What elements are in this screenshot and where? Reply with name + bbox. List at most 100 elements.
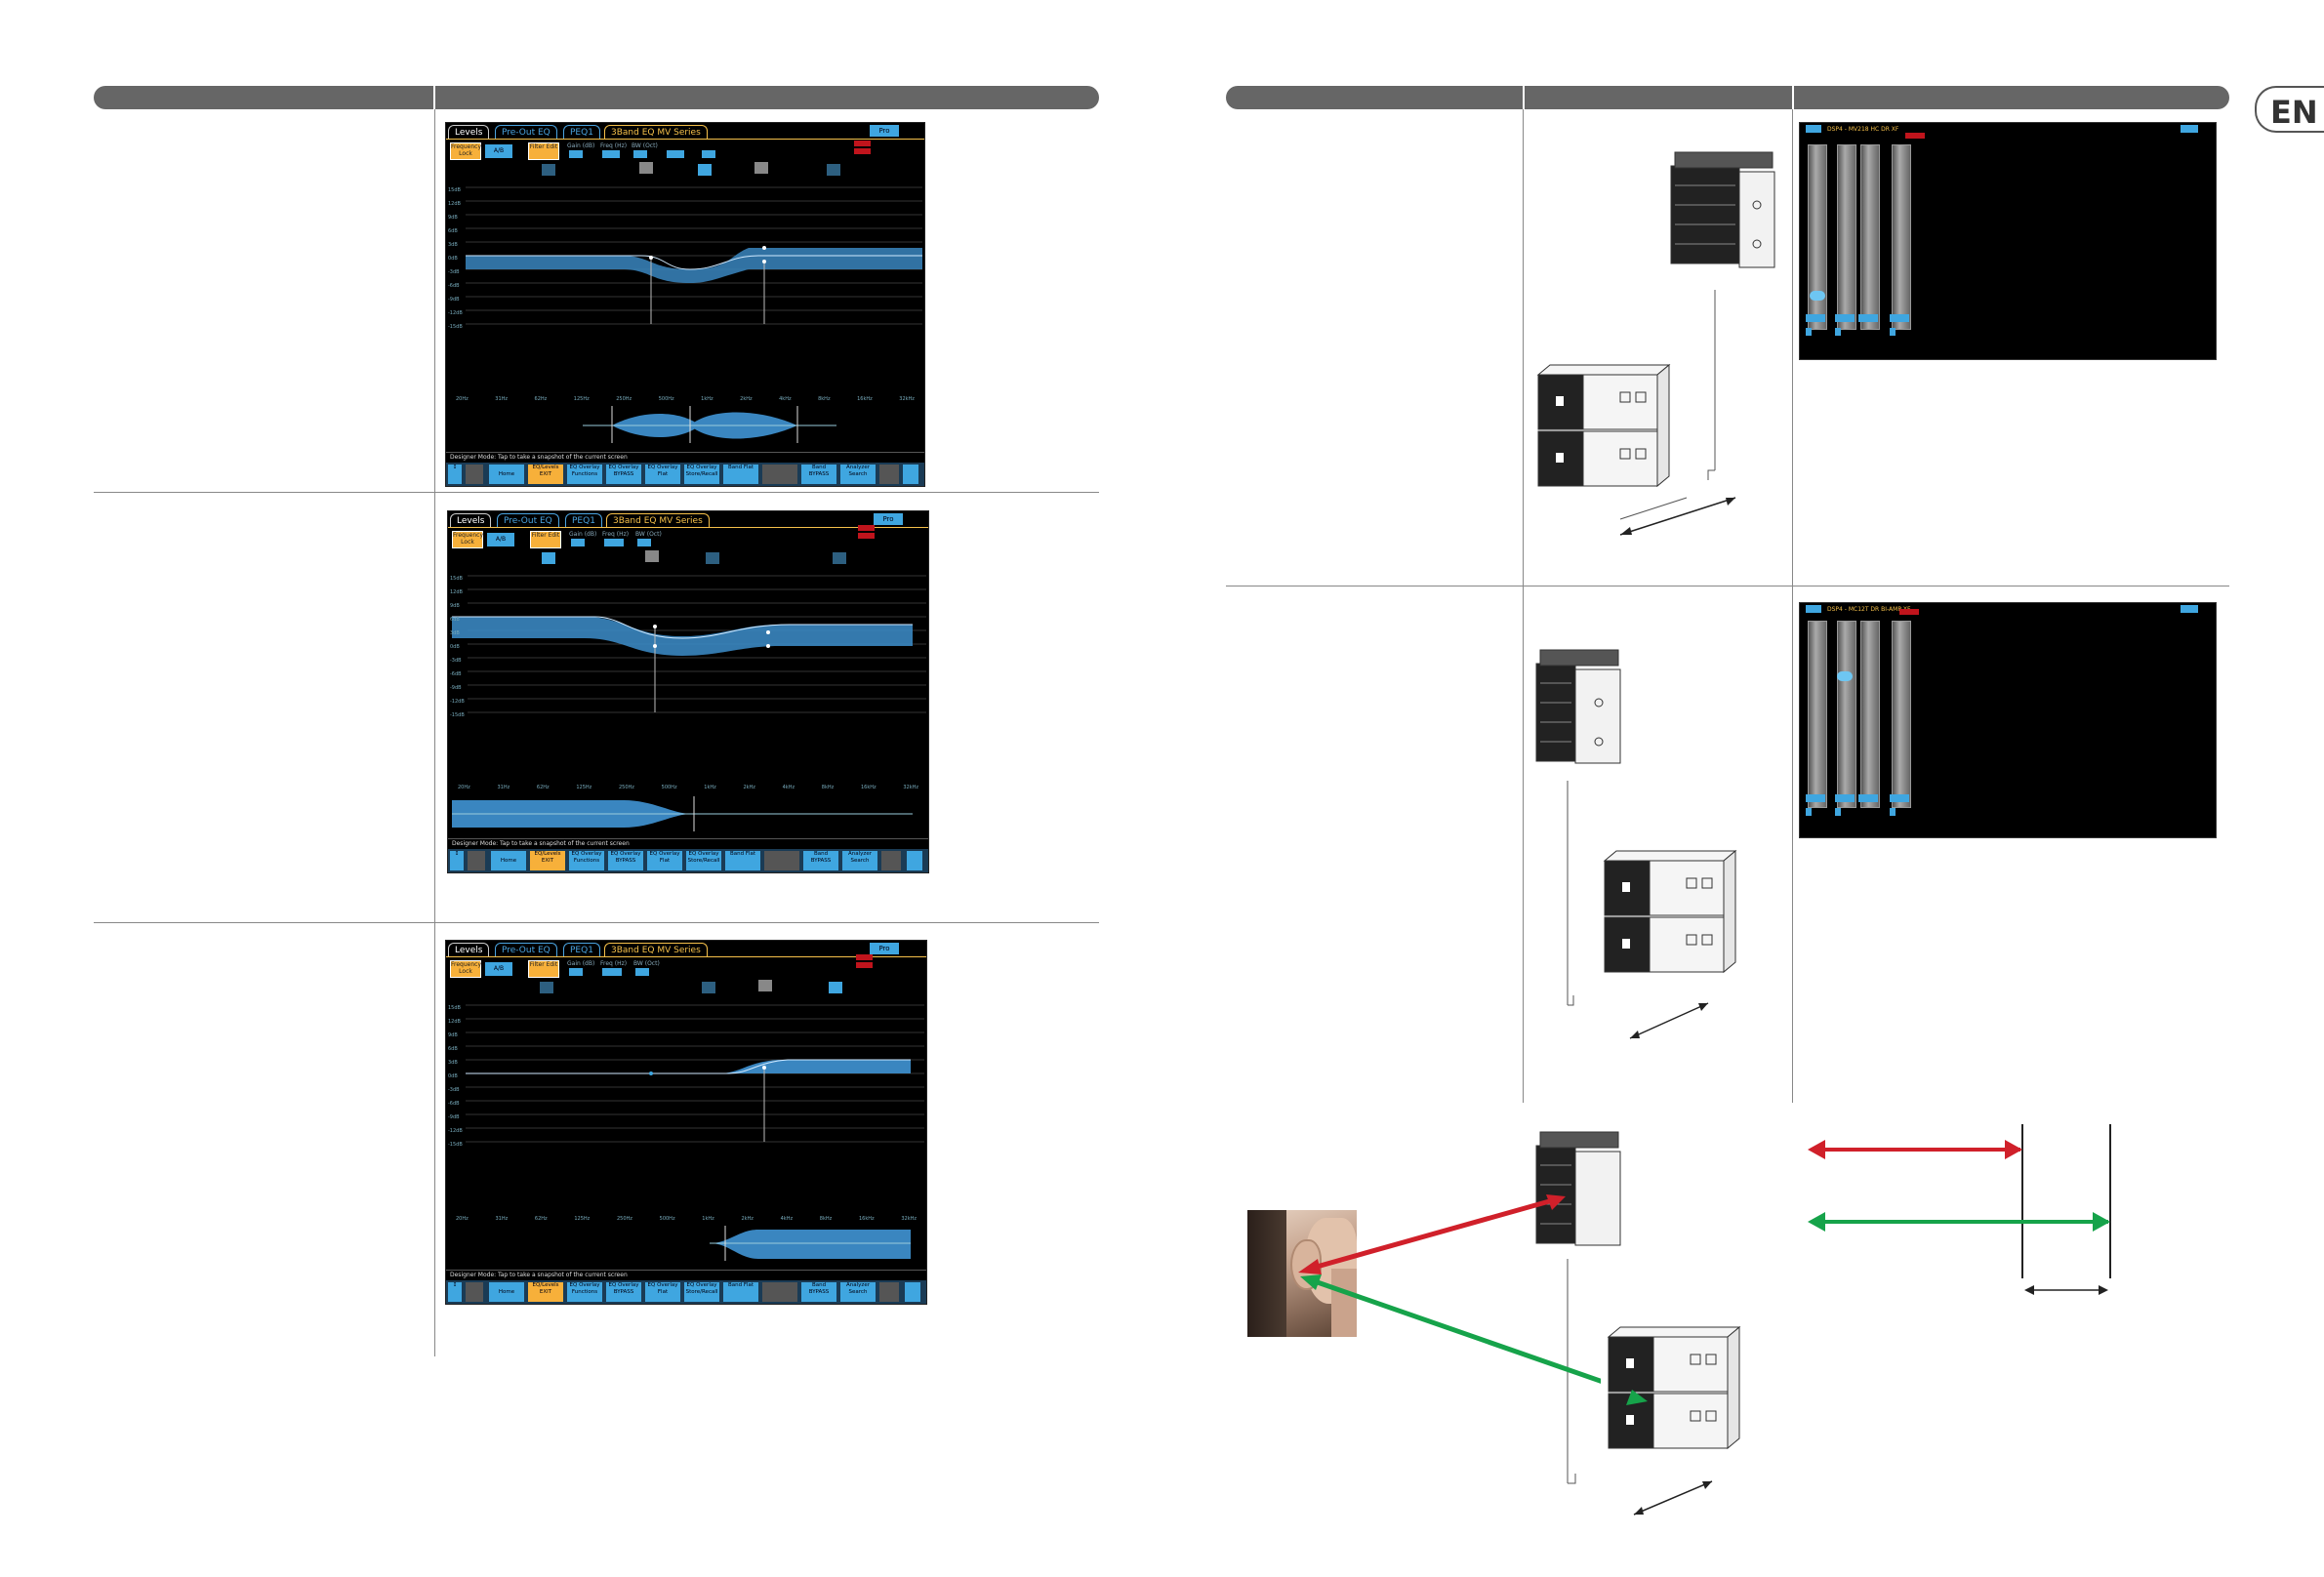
- band-marker[interactable]: [706, 552, 719, 564]
- eq-levels-exit-button[interactable]: EQ/Levels EXIT: [530, 851, 565, 870]
- link-button[interactable]: [1890, 808, 1896, 816]
- band-marker[interactable]: [540, 982, 553, 993]
- band-flat-button[interactable]: Band Flat: [725, 851, 760, 870]
- channel-button[interactable]: [1835, 794, 1855, 802]
- level-fader[interactable]: [1892, 144, 1911, 330]
- freq-value[interactable]: [602, 968, 622, 976]
- level-fader[interactable]: [1892, 621, 1911, 808]
- eq-overlay-bypass-button[interactable]: EQ Overlay BYPASS: [606, 1282, 641, 1302]
- eq-overlay-flat-button[interactable]: EQ Overlay Flat: [647, 851, 682, 870]
- band-marker[interactable]: [639, 162, 653, 174]
- level-fader[interactable]: [1837, 144, 1856, 330]
- scroll-button[interactable]: ↕: [448, 465, 462, 484]
- eq-graph[interactable]: [446, 997, 926, 1163]
- eq-overlay-bypass-button[interactable]: EQ Overlay BYPASS: [606, 465, 641, 484]
- link-button[interactable]: [1890, 328, 1896, 336]
- tab-peq1[interactable]: PEQ1: [563, 125, 600, 140]
- eq-overlay-store-button[interactable]: EQ Overlay Store/Recall: [684, 1282, 719, 1302]
- gain-value[interactable]: [571, 539, 585, 546]
- frequency-lock-button[interactable]: Frequency Lock: [450, 960, 481, 978]
- channel-button[interactable]: [1858, 314, 1878, 322]
- link-button[interactable]: [1835, 808, 1841, 816]
- band-marker[interactable]: [698, 164, 712, 176]
- eq-overlay-functions-button[interactable]: EQ Overlay Functions: [569, 851, 604, 870]
- filter-edit-button[interactable]: Filter Edit: [530, 531, 561, 548]
- fader-knob[interactable]: [1837, 671, 1853, 681]
- blank-button[interactable]: [879, 1282, 899, 1302]
- eq-graph[interactable]: [446, 180, 924, 345]
- camera-icon[interactable]: [903, 465, 918, 484]
- pro-button[interactable]: [2181, 605, 2198, 613]
- undo-button[interactable]: [468, 851, 485, 870]
- band-marker[interactable]: [833, 552, 846, 564]
- eq-overlay-functions-button[interactable]: EQ Overlay Functions: [567, 1282, 602, 1302]
- band-marker[interactable]: [542, 164, 555, 176]
- level-fader[interactable]: [1808, 144, 1827, 330]
- band-bypass-button[interactable]: Band BYPASS: [801, 465, 836, 484]
- menu-button[interactable]: [1806, 125, 1821, 133]
- link-button[interactable]: [1806, 808, 1812, 816]
- channel-button[interactable]: [1806, 794, 1825, 802]
- home-button[interactable]: Home: [489, 465, 524, 484]
- band-marker[interactable]: [754, 162, 768, 174]
- level-fader[interactable]: [1808, 621, 1827, 808]
- scroll-button[interactable]: ↕: [450, 851, 464, 870]
- channel-button[interactable]: [1890, 314, 1909, 322]
- tab-levels[interactable]: Levels: [448, 125, 490, 140]
- tab-pre-out-eq[interactable]: Pre-Out EQ: [495, 125, 557, 140]
- level-fader[interactable]: [1860, 144, 1880, 330]
- eq-overlay-store-button[interactable]: EQ Overlay Store/Recall: [686, 851, 721, 870]
- ab-button[interactable]: A/B: [485, 962, 512, 976]
- band-marker[interactable]: [829, 982, 842, 993]
- home-button[interactable]: Home: [491, 851, 526, 870]
- band-marker[interactable]: [758, 980, 772, 991]
- camera-icon[interactable]: [905, 1282, 920, 1302]
- fader-knob[interactable]: [1810, 291, 1825, 301]
- blank-button[interactable]: [881, 851, 901, 870]
- tab-pre-out-eq[interactable]: Pre-Out EQ: [497, 513, 559, 528]
- value-box[interactable]: [702, 150, 715, 158]
- scroll-button[interactable]: ↕: [448, 1282, 462, 1302]
- eq-levels-exit-button[interactable]: EQ/Levels EXIT: [528, 465, 563, 484]
- tab-3band-eq[interactable]: 3Band EQ MV Series: [604, 943, 708, 957]
- band-marker[interactable]: [645, 550, 659, 562]
- tab-pre-out-eq[interactable]: Pre-Out EQ: [495, 943, 557, 957]
- pro-button[interactable]: [2181, 125, 2198, 133]
- band-flat-button[interactable]: Band Flat: [723, 465, 758, 484]
- pro-button[interactable]: Pro: [874, 513, 903, 525]
- band-bypass-button[interactable]: Band BYPASS: [803, 851, 838, 870]
- menu-button[interactable]: [1806, 605, 1821, 613]
- analyzer-search-button[interactable]: Analyzer Search: [842, 851, 877, 870]
- tab-peq1[interactable]: PEQ1: [563, 943, 600, 957]
- bw-value[interactable]: [635, 968, 649, 976]
- analyzer-search-button[interactable]: Analyzer Search: [840, 1282, 876, 1302]
- freq-value[interactable]: [602, 150, 620, 158]
- link-button[interactable]: [1835, 328, 1841, 336]
- tab-peq1[interactable]: PEQ1: [565, 513, 602, 528]
- link-button[interactable]: [1806, 328, 1812, 336]
- frequency-lock-button[interactable]: Frequency Lock: [452, 531, 483, 548]
- eq-overlay-store-button[interactable]: EQ Overlay Store/Recall: [684, 465, 719, 484]
- blank-button[interactable]: [762, 465, 797, 484]
- bw-value[interactable]: [637, 539, 651, 546]
- eq-overlay-flat-button[interactable]: EQ Overlay Flat: [645, 1282, 680, 1302]
- pro-button[interactable]: Pro: [870, 943, 899, 954]
- value-box[interactable]: [667, 150, 684, 158]
- camera-icon[interactable]: [907, 851, 922, 870]
- gain-value[interactable]: [569, 150, 583, 158]
- tab-levels[interactable]: Levels: [448, 943, 490, 957]
- band-bypass-button[interactable]: Band BYPASS: [801, 1282, 836, 1302]
- band-marker[interactable]: [542, 552, 555, 564]
- channel-button[interactable]: [1890, 794, 1909, 802]
- blank-button[interactable]: [762, 1282, 797, 1302]
- blank-button[interactable]: [879, 465, 899, 484]
- bw-value[interactable]: [633, 150, 647, 158]
- eq-levels-exit-button[interactable]: EQ/Levels EXIT: [528, 1282, 563, 1302]
- channel-button[interactable]: [1806, 314, 1825, 322]
- eq-overlay-flat-button[interactable]: EQ Overlay Flat: [645, 465, 680, 484]
- band-marker[interactable]: [702, 982, 715, 993]
- filter-edit-button[interactable]: Filter Edit: [528, 960, 559, 978]
- eq-overlay-bypass-button[interactable]: EQ Overlay BYPASS: [608, 851, 643, 870]
- home-button[interactable]: Home: [489, 1282, 524, 1302]
- frequency-lock-button[interactable]: Frequency Lock: [450, 142, 481, 160]
